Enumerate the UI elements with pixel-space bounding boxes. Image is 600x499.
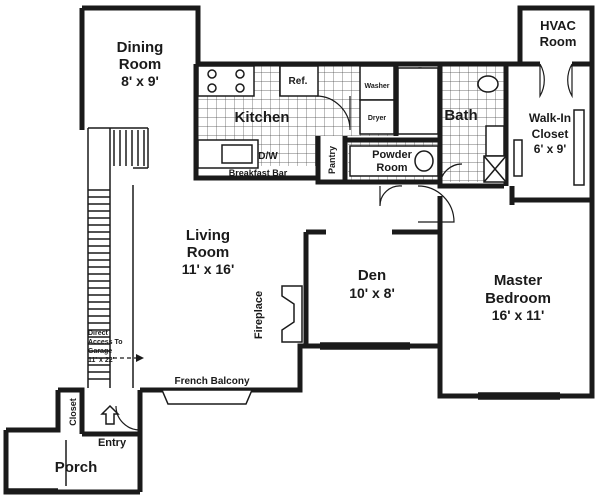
hvac-label: HVAC — [540, 18, 576, 33]
garage-note-line2: Access To — [88, 339, 123, 346]
porch-label: Porch — [55, 459, 98, 476]
fireplace-label: Fireplace — [253, 291, 265, 339]
garage-note-line1: Direct — [88, 330, 109, 337]
master-bedroom-label-2: Bedroom — [485, 290, 551, 307]
breakfast-bar-label: Breakfast Bar — [229, 168, 288, 178]
staircase — [87, 127, 149, 388]
living-room-label-2: Room — [187, 244, 230, 261]
walkin-closet-label-2: Closet — [532, 127, 569, 141]
kitchen-label: Kitchen — [234, 109, 289, 126]
closet-label: Closet — [68, 398, 78, 426]
door-swings — [115, 63, 573, 431]
living-room-size: 11' x 16' — [182, 261, 235, 277]
bath-label: Bath — [444, 107, 477, 124]
pantry-label: Pantry — [327, 146, 337, 174]
hvac-label-2: Room — [540, 34, 577, 49]
dw-label: D/W — [258, 151, 278, 162]
entry-label: Entry — [98, 437, 127, 449]
dining-room-label-2: Room — [119, 56, 162, 73]
dryer-label: Dryer — [368, 115, 387, 122]
dining-room-size: 8' x 9' — [121, 73, 159, 89]
fixtures — [6, 65, 585, 490]
den-label: Den — [358, 267, 386, 284]
master-bedroom-label: Master — [494, 272, 543, 289]
living-room-label: Living — [186, 227, 230, 244]
walkin-closet-size: 6' x 9' — [534, 142, 567, 156]
walkin-closet-label: Walk-In — [529, 111, 571, 125]
garage-note-line4: 11' x 22' — [88, 357, 115, 364]
powder-room-label: Powder — [372, 149, 412, 161]
garage-note-line3: Garage — [88, 348, 112, 355]
room-labels: Dining Room 8' x 9' HVAC Room Kitchen Re… — [55, 18, 577, 476]
master-bedroom-size: 16' x 11' — [492, 307, 545, 323]
powder-room-label-2: Room — [376, 162, 407, 174]
dining-room-label: Dining — [117, 39, 164, 56]
ref-label: Ref. — [289, 76, 308, 87]
den-size: 10' x 8' — [349, 285, 395, 301]
french-balcony-label: French Balcony — [174, 376, 249, 387]
washer-label: Washer — [364, 83, 389, 90]
